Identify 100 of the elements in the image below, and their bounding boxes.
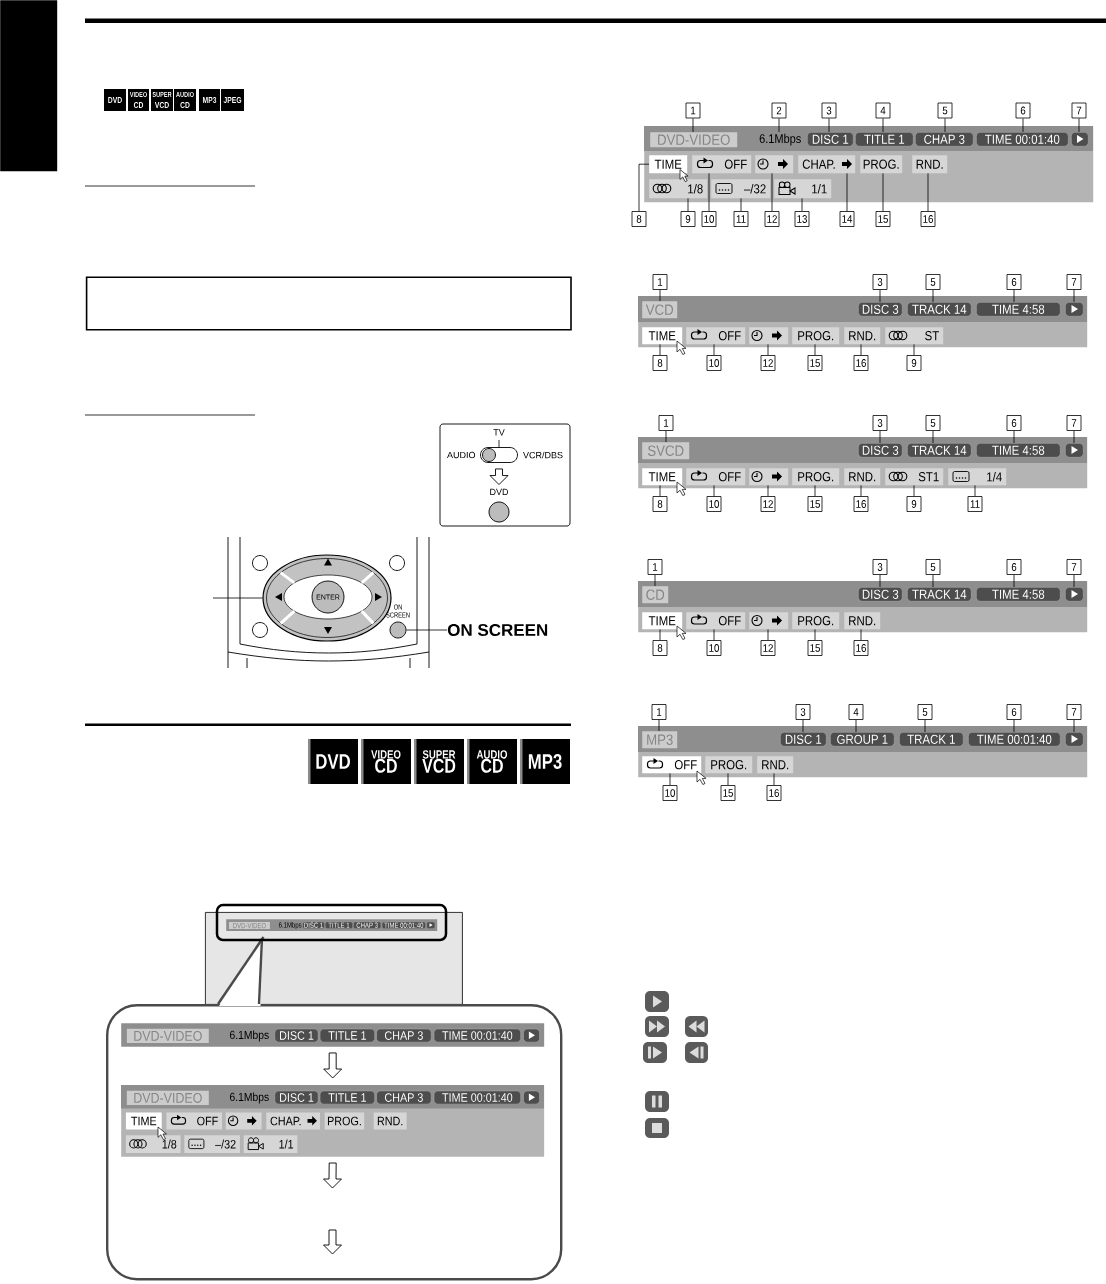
status-pill: DISC 3 bbox=[858, 443, 903, 458]
round-button: DVD bbox=[488, 488, 510, 523]
callout-number: 6 bbox=[1006, 704, 1022, 720]
menu-item: ST bbox=[885, 327, 944, 345]
node-label: AUDIO bbox=[447, 451, 476, 459]
leader-line bbox=[659, 344, 661, 356]
status-pill: TIME 00:01:40 bbox=[968, 732, 1061, 747]
hollow-arrow bbox=[489, 468, 509, 485]
menu-item: –/32 bbox=[184, 1135, 240, 1154]
leader-line bbox=[1013, 289, 1015, 303]
menu-item: OFF bbox=[686, 327, 746, 345]
leader-line bbox=[665, 430, 667, 443]
menu-item: OFF bbox=[686, 468, 746, 486]
node-label: DVD bbox=[490, 488, 509, 496]
node-label: TV bbox=[493, 429, 505, 436]
leader-line bbox=[860, 629, 862, 641]
leader-line bbox=[814, 485, 816, 497]
menu-item: RND. bbox=[912, 155, 948, 174]
callout-number: 5 bbox=[925, 559, 941, 575]
status-pill: CHAP 3 bbox=[915, 132, 974, 147]
node-label: VCD bbox=[154, 101, 169, 108]
callout-number: 8 bbox=[652, 355, 668, 371]
callout-number: 3 bbox=[821, 102, 837, 119]
menu-item: TIME bbox=[642, 468, 683, 486]
status-pill: TRACK 1 bbox=[899, 732, 964, 747]
play-icon bbox=[1065, 732, 1084, 747]
callout-number: 16 bbox=[853, 355, 869, 371]
callout-number: 15 bbox=[720, 785, 736, 801]
menu-item: RND. bbox=[844, 612, 881, 630]
leader-line bbox=[855, 719, 857, 733]
callout-number: 12 bbox=[760, 355, 776, 371]
leader-line bbox=[913, 485, 915, 497]
status-pill: DISC 1 bbox=[274, 1090, 319, 1105]
menu-item: 1/1 bbox=[774, 179, 832, 199]
callout-number: 15 bbox=[875, 211, 891, 227]
callout-number: 7 bbox=[1066, 559, 1082, 575]
node-label: JPEG bbox=[223, 97, 242, 104]
play-icon bbox=[426, 921, 435, 929]
leader-line bbox=[692, 118, 694, 133]
status-pill: TRACK 14 bbox=[907, 302, 972, 317]
play-icon bbox=[1065, 587, 1084, 602]
menu-item: 1/4 bbox=[948, 468, 1007, 486]
leader-line bbox=[1022, 118, 1024, 133]
leader-line bbox=[924, 719, 926, 733]
format-badge: MP3 bbox=[520, 739, 570, 784]
leader-line bbox=[708, 173, 710, 212]
leader-line bbox=[932, 289, 934, 303]
callout-number: 9 bbox=[680, 211, 696, 227]
play-icon bbox=[1065, 302, 1084, 317]
callout-number: 12 bbox=[764, 211, 780, 227]
callout-number: 7 bbox=[1066, 274, 1082, 290]
callout-number: 1 bbox=[658, 415, 674, 431]
format-badge: MP3 bbox=[199, 89, 220, 111]
menu-item: ST1 bbox=[885, 468, 944, 486]
leader-line bbox=[713, 344, 715, 356]
callout-number: 5 bbox=[917, 704, 933, 720]
leader-line bbox=[727, 773, 729, 786]
menu-item: OFF bbox=[642, 756, 702, 774]
menu-item: TIME bbox=[642, 327, 683, 345]
callout-number: 15 bbox=[807, 640, 823, 656]
callout-number: 1 bbox=[652, 274, 668, 290]
callout-number: 16 bbox=[766, 785, 782, 801]
callout-number: 14 bbox=[839, 211, 855, 227]
leader-line bbox=[913, 344, 915, 356]
leader-line bbox=[802, 719, 804, 733]
callout-number: 6 bbox=[1015, 102, 1031, 119]
callout-number: 1 bbox=[651, 704, 667, 720]
format-badge: SUPER VCD bbox=[414, 739, 464, 784]
leader-line bbox=[927, 173, 929, 212]
menu-item: CHAP. bbox=[798, 155, 856, 174]
menu-item: PROG. bbox=[792, 327, 840, 345]
status-pill: TITLE 1 bbox=[855, 132, 914, 147]
leader-line bbox=[406, 629, 448, 631]
leader-line bbox=[1013, 719, 1015, 733]
leader-line bbox=[828, 118, 830, 133]
status-pill: TITLE 1 bbox=[319, 1028, 375, 1043]
leader-line bbox=[1013, 430, 1015, 444]
callout-number: 3 bbox=[795, 704, 811, 720]
callout-number: 10 bbox=[701, 211, 717, 227]
callout-number: 12 bbox=[760, 496, 776, 512]
leader-line bbox=[846, 173, 848, 212]
status-text: 6.1Mbps bbox=[230, 1092, 269, 1104]
callout-number: 5 bbox=[937, 102, 953, 119]
status-pill: CHAP 3 bbox=[376, 1090, 432, 1105]
button-label: ON SCREEN bbox=[447, 624, 548, 637]
callout-number: 12 bbox=[760, 640, 776, 656]
leader-line bbox=[659, 485, 661, 497]
callout-number: 6 bbox=[1006, 415, 1022, 431]
leader-line bbox=[974, 485, 976, 497]
leader-line bbox=[882, 173, 884, 212]
menu-item: OFF bbox=[692, 155, 752, 174]
callout-number: 11 bbox=[733, 211, 749, 227]
format-badge: AUDIO CD bbox=[467, 739, 517, 784]
leader-line bbox=[879, 574, 881, 588]
leader-line bbox=[1073, 574, 1075, 588]
leader-line bbox=[1078, 118, 1080, 133]
hollow-arrow bbox=[323, 1162, 342, 1189]
leader-line bbox=[879, 289, 881, 303]
callout-number: 13 bbox=[794, 211, 810, 227]
callout-number: 8 bbox=[652, 496, 668, 512]
